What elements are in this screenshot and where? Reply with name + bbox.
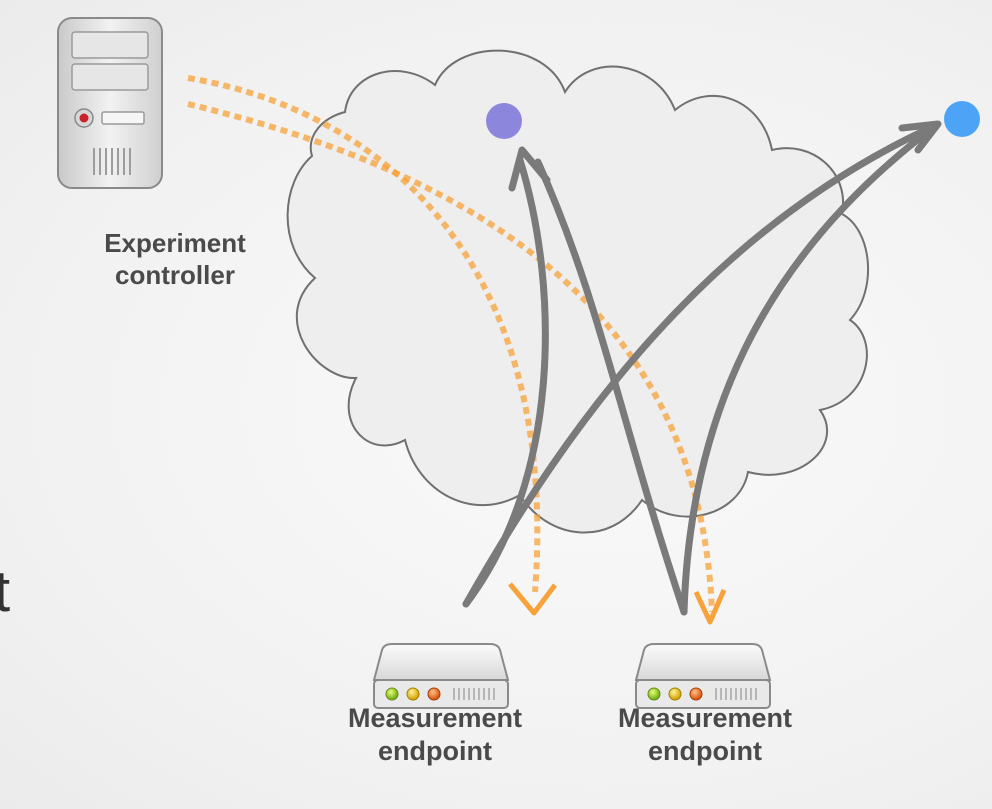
probe-path-3 <box>462 124 934 608</box>
controller-label-line-2: controller <box>115 259 235 290</box>
control-path-2 <box>187 101 715 613</box>
probe-arrowhead-1 <box>508 146 551 192</box>
control-arrowhead-2 <box>693 588 727 625</box>
target-node-2 <box>944 101 980 137</box>
controller-label-line-1: Experiment <box>104 228 246 258</box>
endpoint-1-label-line-2: endpoint <box>378 735 492 766</box>
server-tower-icon <box>57 17 163 189</box>
network-device-icon-1 <box>372 643 510 709</box>
probe-path-2 <box>534 158 688 616</box>
endpoint-1-label-line-1: Measurement <box>347 703 523 733</box>
endpoint-2-label-line-2: endpoint <box>648 735 762 766</box>
experiment-controller-label: Experiment controller <box>70 228 280 291</box>
target-node-1 <box>486 103 522 139</box>
measurement-endpoint-1-label: Measurement endpoint <box>305 702 565 768</box>
probe-arrowhead-2 <box>898 120 942 154</box>
measurement-endpoint-2-label: Measurement endpoint <box>575 702 835 768</box>
probe-path-4 <box>680 126 934 616</box>
network-device-icon-2 <box>634 643 772 709</box>
cropped-slide-text: t <box>0 559 11 624</box>
probe-arrows <box>462 120 942 616</box>
control-arrowhead-1 <box>508 582 557 616</box>
endpoint-2-label-line-1: Measurement <box>617 703 793 733</box>
